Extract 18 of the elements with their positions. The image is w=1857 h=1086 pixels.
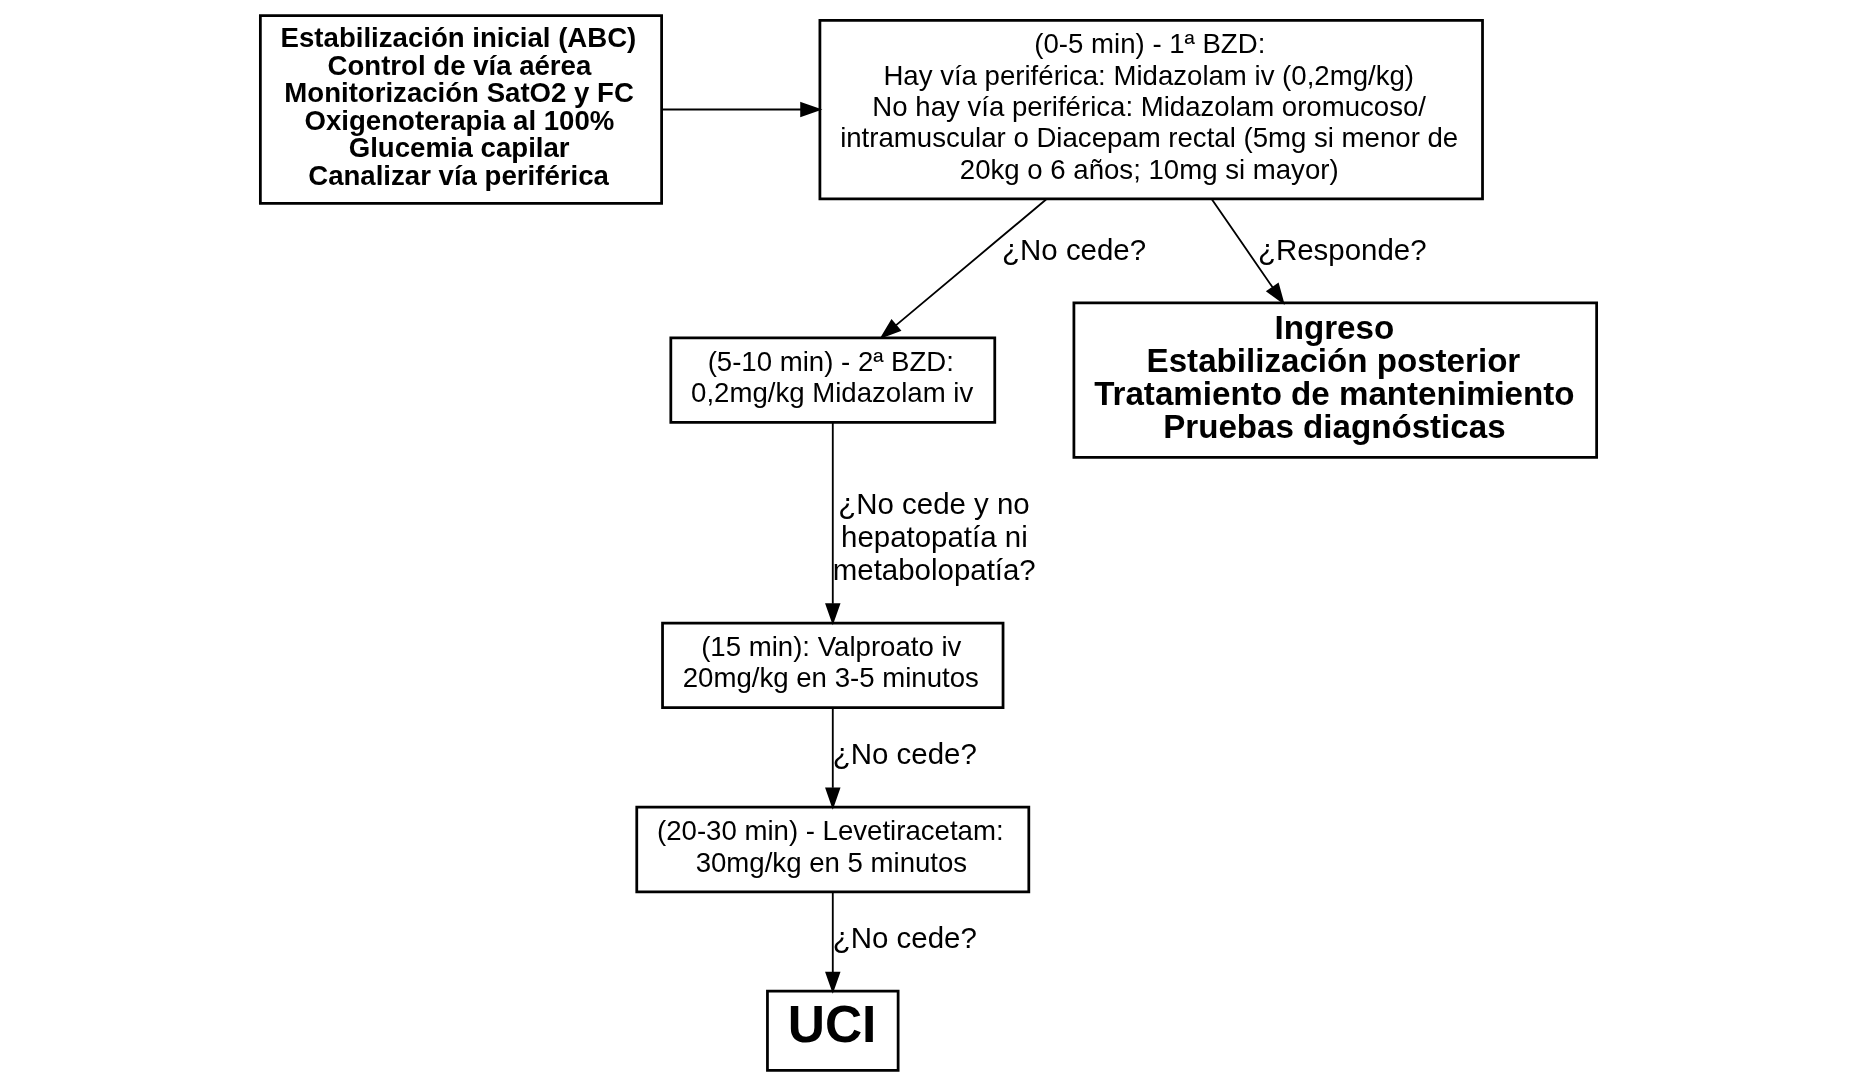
node-box: Ingreso Estabilización posterior Tratamiento de mantenimiento Pruebas diagnósticas [1072, 301, 1599, 459]
node-box: (5-10 min) - 2ª BZD: 0,2mg/kg Midazolam iv [669, 336, 997, 424]
arrow [825, 891, 841, 994]
edge-label: ¿No cede? [832, 737, 977, 771]
node-box: (20-30 min) - Levetiracetam: 30mg/kg en 5 minutos [635, 805, 1031, 894]
node-box: (15 min): Valproato iv 20mg/kg en 3-5 minutos [661, 621, 1005, 710]
node-box: (0-5 min) - 1ª BZD: Hay vía periférica: Midazolam iv (0,2mg/kg) No hay vía periférica: Midazolam oromucoso/ intramuscular o Diacepam rectal (5mg si menor de 20kg o 6 años; 10mg si mayor) [818, 18, 1484, 201]
edge-label: ¿No cede? [1002, 233, 1147, 267]
edge-label: ¿No cede y no hepatopatía ni metabolopatía? [832, 487, 1036, 587]
arrow [879, 198, 1047, 340]
node-box: UCI [766, 989, 900, 1072]
edge-label: ¿No cede? [832, 921, 977, 955]
node-box: Estabilización inicial (ABC) Control de vía aérea Monitorización SatO2 y FC Oxigenoterapia al 100% Glucemia capilar Canalizar vía periférica [259, 14, 663, 205]
arrow [825, 421, 841, 626]
edge-label: ¿Responde? [1257, 233, 1427, 267]
arrow [660, 101, 823, 118]
arrow [1211, 198, 1285, 306]
arrow [825, 707, 841, 810]
